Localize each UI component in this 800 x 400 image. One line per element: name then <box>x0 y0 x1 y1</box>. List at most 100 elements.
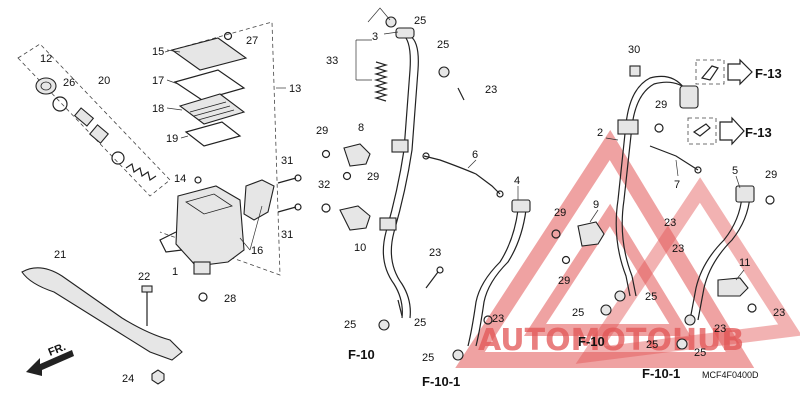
label-25-center: 25 <box>437 39 449 51</box>
bracket-9 <box>577 221 605 247</box>
leader-lines <box>166 7 745 281</box>
bolt-29-right-upper <box>654 123 664 133</box>
nut-24 <box>151 369 165 385</box>
switch-1 <box>193 261 211 275</box>
label-29-left: 29 <box>316 125 328 137</box>
bolt-23-right <box>747 303 757 313</box>
leader-2 <box>605 137 619 141</box>
label-8: 8 <box>358 122 364 134</box>
label-33: 33 <box>326 55 338 67</box>
label-21: 21 <box>54 249 66 261</box>
diaphragm-ribs <box>189 101 235 121</box>
washer-25-bottom <box>378 319 390 331</box>
label-25-right-a: 25 <box>645 291 657 303</box>
brake-hose-3-outer <box>390 35 419 319</box>
front-arrow-shape <box>26 350 74 376</box>
callout-box-lower <box>687 117 717 145</box>
leader-15 <box>166 49 181 53</box>
ref-f10-1-right: F-10-1 <box>642 366 680 381</box>
label-31-lower: 31 <box>281 229 293 241</box>
leader-5 <box>735 175 741 189</box>
clamp-11 <box>717 277 749 297</box>
callout-fitting-lower <box>692 123 711 137</box>
part-number-labels: 12 26 20 15 27 17 13 18 19 14 16 1 28 21… <box>40 15 785 385</box>
leader-9 <box>589 209 599 223</box>
brake-hose-5 <box>689 195 743 321</box>
label-25-lower-left: 25 <box>344 319 356 331</box>
ref-f10-right: F-10 <box>578 334 605 349</box>
label-3: 3 <box>372 31 378 43</box>
piston <box>73 107 95 127</box>
label-6: 6 <box>472 149 478 161</box>
label-28: 28 <box>224 293 236 305</box>
bolt-29-center <box>342 171 352 181</box>
label-2: 2 <box>597 127 603 139</box>
label-25-right-c: 25 <box>646 339 658 351</box>
bolt-30 <box>629 65 641 77</box>
label-23-center: 23 <box>485 84 497 96</box>
circlip-26 <box>52 96 68 112</box>
brake-hose-5-outer <box>697 195 751 321</box>
front-direction-arrow: FR. <box>26 341 74 376</box>
label-29-right-upper: 29 <box>655 99 667 111</box>
master-cylinder-body <box>175 185 245 267</box>
washer-25-lower-center <box>452 349 464 361</box>
label-29-center: 29 <box>367 171 379 183</box>
label-30: 30 <box>628 44 640 56</box>
hose-clamp-lower <box>379 217 397 231</box>
label-29-bracket-lower: 29 <box>558 275 570 287</box>
label-24: 24 <box>122 373 134 385</box>
brake-hose-2 <box>615 75 685 297</box>
leader-11 <box>735 269 745 281</box>
label-23-right-d: 23 <box>714 323 726 335</box>
pipe-6-end-upper <box>422 152 430 160</box>
screw-28 <box>198 292 208 302</box>
label-18: 18 <box>152 103 164 115</box>
cap-screw-27 <box>223 31 233 41</box>
brake-pipe-6 <box>423 155 501 195</box>
bolt-29-left <box>321 149 331 159</box>
label-25-lower-center: 25 <box>422 352 434 364</box>
label-14: 14 <box>174 173 186 185</box>
watermark-triangle-inner <box>523 203 691 336</box>
reservoir-cap-15 <box>170 37 248 71</box>
label-11: 11 <box>739 257 750 269</box>
washer-25-right-c <box>676 338 688 350</box>
leader-3 <box>367 7 399 35</box>
boot-12 <box>35 77 57 95</box>
ref-f13-lower: F-13 <box>745 125 772 140</box>
watermark-triangle-right <box>575 177 800 364</box>
leader-17 <box>166 79 179 85</box>
bolt-14 <box>194 176 202 184</box>
washer-23-lower-center <box>483 315 493 325</box>
leader-19 <box>180 135 189 139</box>
washer-25-right-a <box>600 304 612 316</box>
hose-bracket-upper <box>343 143 371 167</box>
brake-hose-4 <box>467 209 519 347</box>
callout-arrow-lower <box>719 116 745 146</box>
ref-f13-upper: F-13 <box>755 66 782 81</box>
piston-cup <box>89 124 109 144</box>
screw-31-lower <box>277 206 297 213</box>
ref-f10-1-center: F-10-1 <box>422 374 460 389</box>
label-9: 9 <box>593 199 599 211</box>
label-26: 26 <box>63 77 75 89</box>
callout-arrow-upper <box>727 58 753 86</box>
reference-labels: F-13 F-13 F-10 F-10-1 F-10 F-10-1 MCF4F0… <box>348 66 782 389</box>
master-cylinder-group: FR. <box>17 21 302 385</box>
watermark-triangle-left <box>455 129 755 368</box>
bolt-29-bracket-9 <box>551 229 561 239</box>
label-19: 19 <box>166 133 178 145</box>
screw-31-head-upper <box>294 174 302 182</box>
bolt-23-mid <box>425 271 439 289</box>
leader-7 <box>675 159 679 177</box>
brake-hose-4-outer <box>475 209 527 347</box>
diaphragm-18 <box>178 93 246 125</box>
pivot-bolt-22-head <box>141 285 153 293</box>
washer-23-mid <box>436 266 444 274</box>
watermark-text: AUTOMOTOHUB <box>478 323 744 358</box>
piston-spring <box>125 163 157 181</box>
label-5: 5 <box>732 165 738 177</box>
diagram-code: MCF4F0400D <box>702 370 759 380</box>
label-23-right-c: 23 <box>773 307 785 319</box>
